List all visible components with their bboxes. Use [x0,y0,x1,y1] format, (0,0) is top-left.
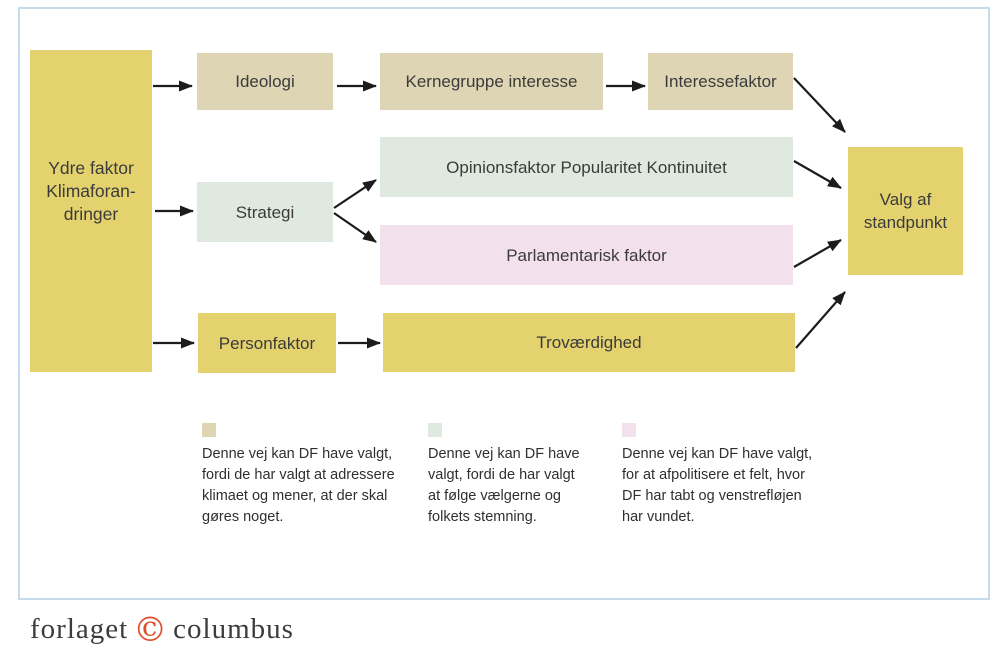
box-interessefaktor: Interessefaktor [648,53,793,110]
copyright-icon: © [133,610,169,650]
box-kernegruppe-interesse: Kernegruppe interesse [380,53,603,110]
box-opinionsfaktor: Opinionsfaktor Popularitet Kontinuitet [380,137,793,197]
legend-item-strategy-opinion-path: Denne vej kan DF have valgt, fordi de ha… [428,423,618,528]
box-parlamentarisk-faktor: Parlamentarisk faktor [380,225,793,285]
box-strategi: Strategi [197,182,333,242]
legend-swatch-pink [622,423,636,437]
legend-swatch-green [428,423,442,437]
publisher-name-columbus: columbus [173,612,294,645]
box-personfaktor: Personfaktor [198,313,336,373]
legend-text: Denne vej kan DF have valgt, for at afpo… [622,446,813,525]
legend-item-ideology-path: Denne vej kan DF have valgt, fordi de ha… [202,423,417,528]
box-ideologi: Ideologi [197,53,333,110]
box-trovaerdighed: Troværdighed [383,313,795,372]
publisher-logo: forlaget © columbus [30,610,294,650]
legend-text: Denne vej kan DF have valgt, fordi de ha… [428,446,580,525]
legend-text: Denne vej kan DF have valgt, fordi de ha… [202,446,395,525]
box-valg-af-standpunkt: Valg af standpunkt [848,147,963,275]
publisher-name-forlaget: forlaget [30,612,129,645]
legend-swatch-tan [202,423,216,437]
box-ydre-faktor: Ydre faktor Klimaforan- dringer [30,50,152,372]
legend-item-parliament-path: Denne vej kan DF have valgt, for at afpo… [622,423,837,528]
